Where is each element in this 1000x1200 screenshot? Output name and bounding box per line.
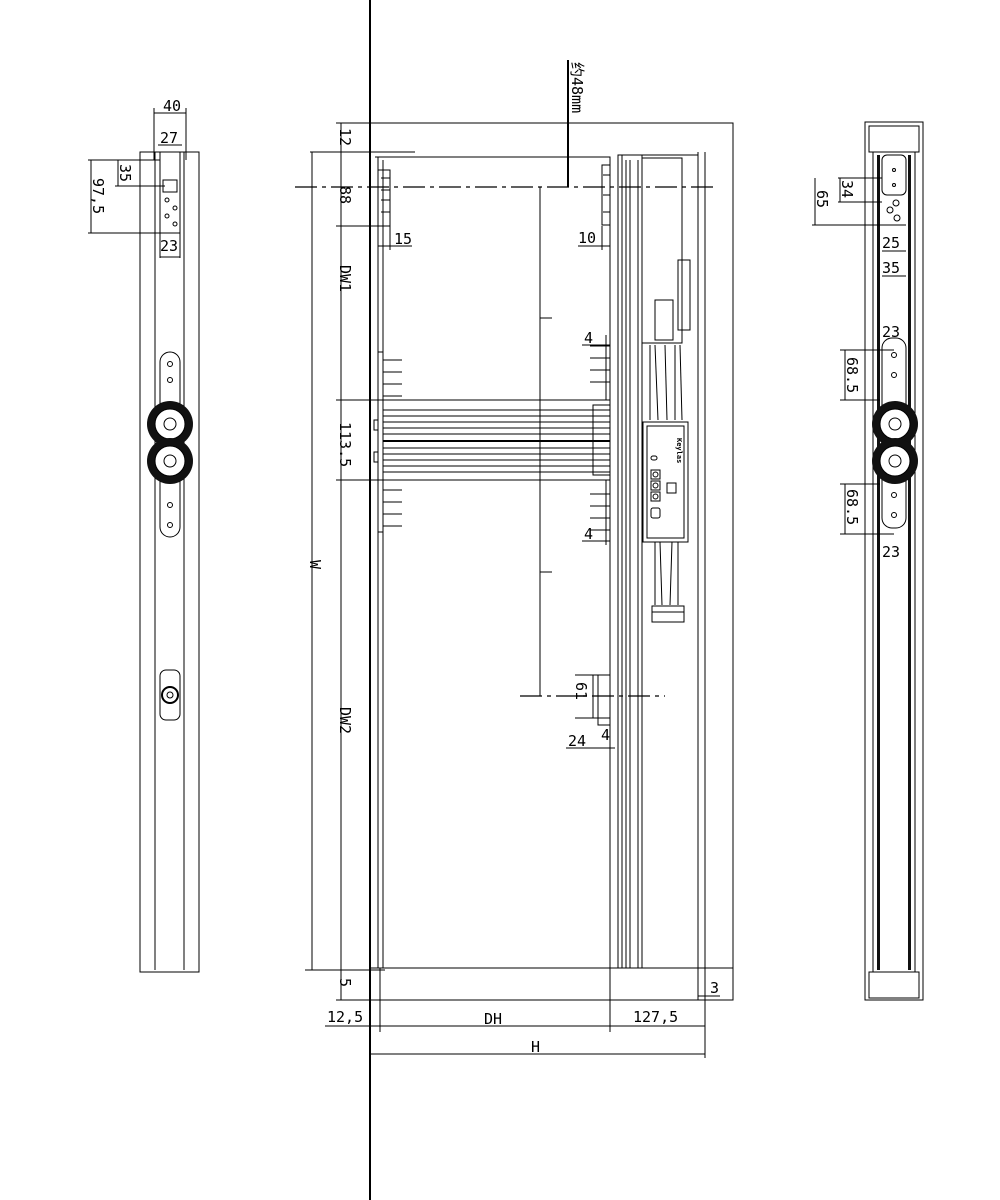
dim-3: 3 — [710, 979, 719, 997]
dim-top-note: 约48mm — [568, 62, 586, 113]
dim-97-5: 97,5 — [89, 178, 107, 214]
controller-box: Keylas — [642, 421, 689, 623]
dim-dw1: DW1 — [336, 265, 354, 292]
dim-25: 25 — [882, 234, 900, 252]
left-side-view: 40 27 35 97,5 23 — [88, 97, 200, 973]
dim-113-5: 113.5 — [336, 422, 354, 467]
dim-40: 40 — [163, 97, 181, 115]
dim-35-right: 35 — [882, 259, 900, 277]
dim-15: 15 — [394, 230, 412, 248]
dim-10: 10 — [578, 229, 596, 247]
dim-12-5: 12,5 — [327, 1008, 363, 1026]
wheel-icon — [147, 401, 193, 484]
dim-23-left: 23 — [160, 237, 178, 255]
dim-35: 35 — [116, 164, 134, 182]
dim-4-lower: 4 — [584, 525, 593, 543]
motor-assembly — [641, 157, 691, 421]
dim-4-upper: 4 — [584, 329, 593, 347]
hanger-rails — [373, 345, 611, 533]
dim-dh: DH — [484, 1010, 502, 1028]
dim-4-stopper: 4 — [601, 726, 610, 744]
door-panel — [377, 156, 611, 969]
track-column — [617, 152, 706, 969]
controller-brand-label: Keylas — [675, 438, 683, 463]
dim-5: 5 — [336, 978, 354, 987]
right-side-view: 34 65 25 35 23 68.5 68.5 23 — [812, 121, 924, 1001]
dim-88: 88 — [336, 186, 354, 204]
center-view: Keylas — [295, 60, 734, 1058]
dim-68-5-lower: 68.5 — [843, 489, 861, 525]
dim-12: 12 — [336, 128, 354, 146]
lock-roller-icon — [159, 669, 181, 721]
dim-65: 65 — [813, 190, 831, 208]
outer-frame — [369, 122, 734, 1001]
dim-dw2: DW2 — [336, 707, 354, 734]
wheel-icon — [872, 401, 918, 484]
dim-61: 61 — [572, 682, 590, 700]
dim-23-lower: 23 — [882, 543, 900, 561]
dim-127-5: 127,5 — [633, 1008, 678, 1026]
dim-h: H — [531, 1038, 540, 1056]
dim-68-5-upper: 68.5 — [843, 357, 861, 393]
dim-24: 24 — [568, 732, 586, 750]
dim-w: W — [306, 560, 324, 570]
dim-23-upper: 23 — [882, 323, 900, 341]
dim-34: 34 — [838, 180, 856, 198]
dim-27: 27 — [160, 129, 178, 147]
top-bracket — [377, 164, 611, 227]
